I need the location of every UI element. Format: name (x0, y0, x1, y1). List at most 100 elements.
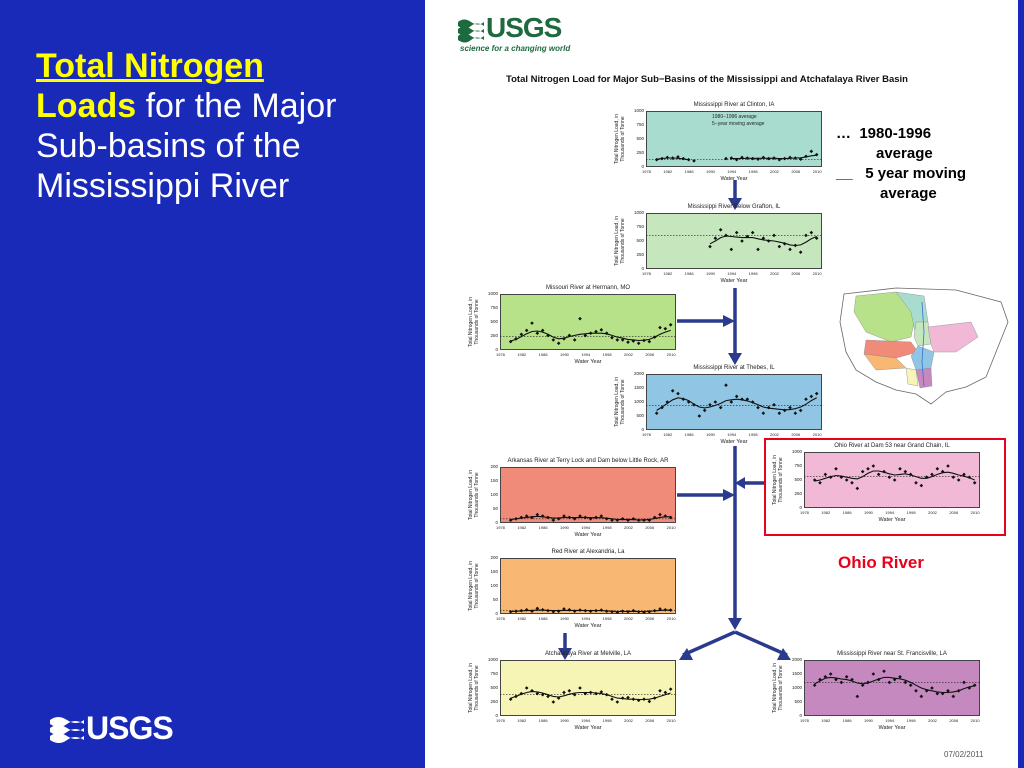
usgs-wave-icon (458, 19, 484, 43)
data-point (567, 608, 572, 612)
data-point (809, 230, 814, 235)
data-point (729, 400, 734, 404)
data-point (898, 675, 902, 679)
data-point (798, 157, 803, 161)
data-point (665, 400, 670, 404)
data-point (876, 472, 881, 477)
data-point (583, 333, 588, 338)
data-point (919, 694, 924, 699)
data-point (668, 323, 673, 327)
data-point (660, 156, 664, 161)
data-point (658, 325, 662, 330)
x-tick-label: 1986 (684, 271, 694, 276)
title-highlight-line1: Total Nitrogen (36, 47, 264, 85)
data-point (588, 517, 593, 521)
y-tick-label: 0 (495, 713, 498, 718)
data-point (583, 691, 588, 696)
x-tick-label: 1986 (842, 510, 852, 515)
x-tick-label: 1982 (821, 510, 831, 515)
data-point (647, 339, 652, 344)
x-tick-label: 1978 (642, 432, 651, 437)
data-point (702, 408, 707, 413)
data-point (636, 518, 641, 522)
left-panel (0, 0, 425, 768)
data-point (777, 244, 782, 249)
data-point (956, 689, 961, 693)
x-tick-label: 2002 (624, 525, 633, 530)
x-tick-label: 1998 (602, 616, 612, 621)
data-point (804, 397, 808, 401)
data-point (631, 608, 636, 613)
data-point (551, 338, 556, 342)
data-point (631, 339, 636, 343)
x-tick-label: 2010 (970, 718, 980, 723)
x-tick-label: 1982 (517, 616, 527, 621)
solid-line-symbol: __ (836, 165, 853, 182)
data-point (652, 608, 657, 613)
chart-xlabel: Water Year (574, 623, 602, 629)
x-tick-label: 2010 (666, 525, 676, 530)
data-point (972, 683, 977, 687)
data-point (567, 515, 572, 520)
data-point (782, 156, 787, 161)
data-point (535, 606, 540, 611)
data-point (914, 689, 918, 693)
data-point (876, 677, 881, 682)
chart-xlabel: Water Year (720, 176, 748, 182)
data-point (530, 609, 534, 613)
data-point (903, 680, 908, 685)
data-point (908, 472, 913, 477)
data-point (540, 328, 545, 333)
data-point (599, 328, 604, 332)
data-point (610, 609, 614, 614)
x-tick-label: 1998 (906, 718, 916, 723)
x-tick-label: 1982 (517, 525, 527, 530)
data-point (761, 236, 766, 240)
x-tick-label: 2002 (624, 718, 633, 723)
legend-moving-row: __ 5 year moving (836, 164, 966, 184)
data-point (804, 233, 808, 238)
data-point (860, 469, 865, 474)
data-point (610, 335, 614, 340)
y-tick-label: 2000 (633, 371, 644, 376)
y-tick-label: 750 (794, 463, 802, 468)
data-point (519, 515, 524, 520)
x-tick-label: 2006 (791, 432, 801, 437)
legend-average-row-2: average (836, 144, 966, 164)
data-point (508, 518, 513, 522)
x-tick-label: 2006 (791, 169, 801, 174)
flow-arrows (558, 180, 791, 660)
legend-moving-label-1: 5 year moving (865, 165, 967, 182)
x-tick-label: 1994 (581, 352, 591, 357)
y-tick-label: 750 (636, 224, 644, 229)
chart-plot-area (500, 467, 676, 523)
x-tick-label: 1986 (538, 616, 548, 621)
data-point (562, 690, 566, 695)
x-tick-label: 1982 (821, 718, 831, 723)
data-point (892, 478, 897, 482)
chart-title: Atchafalaya River at Melville, LA (544, 651, 632, 657)
chart-title: Mississippi River near St. Francisville,… (837, 651, 947, 657)
x-tick-label: 2002 (928, 718, 937, 723)
chart-marks (500, 316, 676, 346)
x-tick-label: 2010 (812, 169, 822, 174)
x-tick-label: 1998 (602, 525, 612, 530)
data-point (839, 475, 844, 479)
data-point (663, 514, 668, 518)
data-point (788, 247, 792, 252)
x-tick-label: 1982 (663, 432, 673, 437)
data-point (935, 467, 940, 471)
chart-xlabel: Water Year (574, 532, 602, 538)
data-point (670, 389, 675, 393)
data-point (658, 689, 662, 693)
legend-moving-label-2: average (880, 185, 937, 202)
data-point (556, 517, 561, 521)
data-point (663, 326, 668, 331)
data-point (681, 156, 686, 161)
right-edge-stripe (1018, 0, 1024, 768)
data-point (729, 247, 734, 252)
x-tick-label: 1978 (496, 525, 505, 530)
data-point (766, 156, 771, 161)
